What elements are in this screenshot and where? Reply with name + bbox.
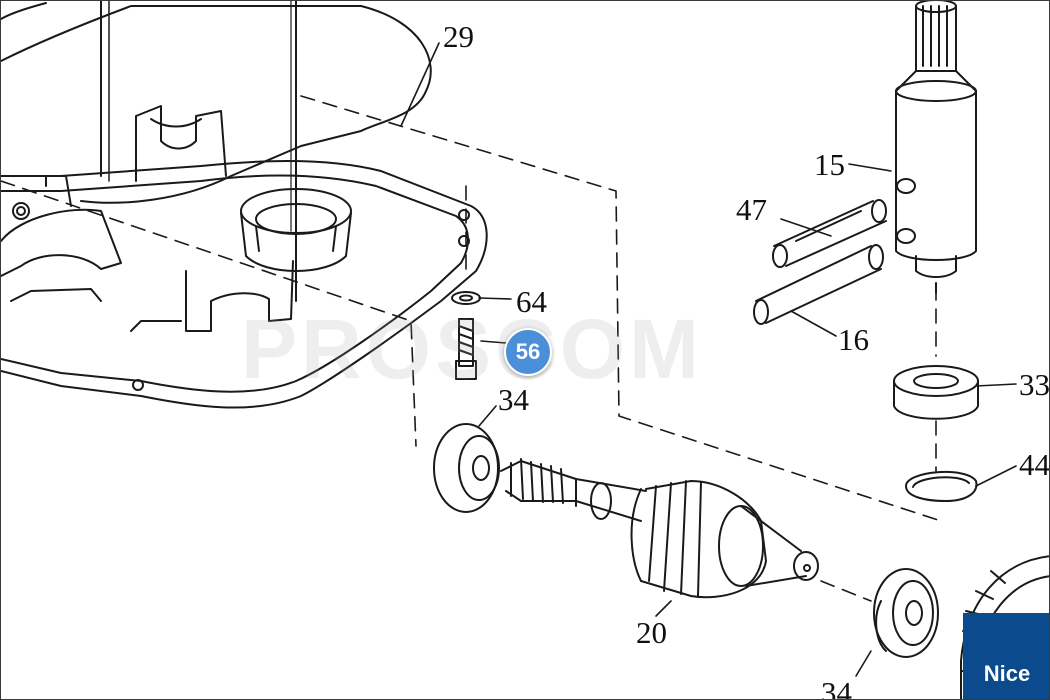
circlip-44 bbox=[905, 470, 978, 502]
leader-lines bbox=[400, 42, 1017, 677]
housing-cover bbox=[1, 1, 432, 302]
bearing-34-right bbox=[873, 568, 939, 658]
part-label-34-right: 34 bbox=[821, 675, 852, 700]
part-label-16: 16 bbox=[838, 322, 869, 357]
part-label-44: 44 bbox=[1019, 447, 1050, 482]
bearing-34-left bbox=[433, 423, 500, 513]
brand-logo-tab[interactable]: Nice bbox=[963, 613, 1049, 699]
output-shaft bbox=[895, 1, 977, 294]
part-label-47: 47 bbox=[736, 192, 767, 227]
pins bbox=[753, 199, 887, 325]
gear-housing-base bbox=[1, 105, 488, 409]
part-hotspot-56[interactable]: 56 bbox=[504, 328, 552, 376]
bearing-33 bbox=[893, 365, 979, 420]
part-label-34-left: 34 bbox=[498, 382, 529, 417]
worm-shaft-20 bbox=[500, 458, 819, 599]
assembly-guide-lines bbox=[1, 95, 942, 602]
part-label-64: 64 bbox=[516, 284, 547, 319]
watermark: PROSCOM bbox=[241, 302, 704, 396]
part-label-29: 29 bbox=[443, 19, 474, 54]
part-label-15: 15 bbox=[814, 147, 845, 182]
part-label-33: 33 bbox=[1019, 367, 1050, 402]
part-label-20: 20 bbox=[636, 615, 667, 650]
